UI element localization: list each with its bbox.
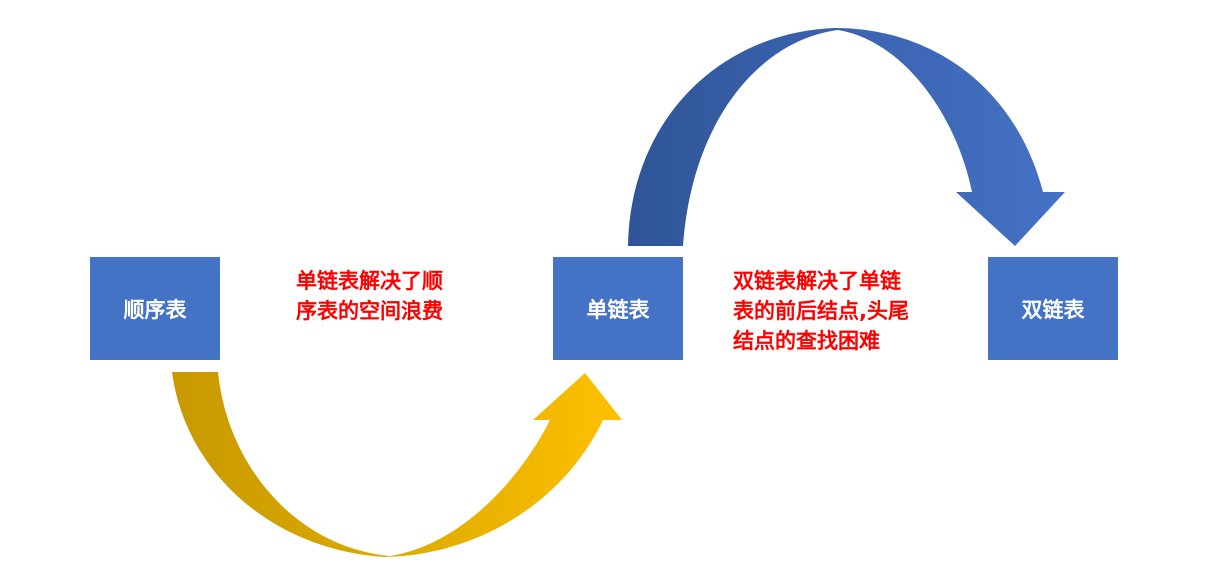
node-sequential-list: 顺序表 [90,257,220,360]
node-singly-linked-list-label: 单链表 [586,297,650,322]
node-sequential-list-label: 顺序表 [123,297,187,322]
arrow-single-to-double [628,28,1065,246]
arrow-sequential-to-single [172,372,622,557]
node-doubly-linked-list-label: 双链表 [1021,297,1085,322]
node-singly-linked-list: 单链表 [553,257,683,360]
node-doubly-linked-list: 双链表 [988,257,1118,360]
note-single-solves: 单链表解决了顺 序表的空间浪费 [296,269,443,323]
note-double-solves: 双链表解决了单链 表的前后结点,头尾 结点的查找困难 [733,269,909,353]
